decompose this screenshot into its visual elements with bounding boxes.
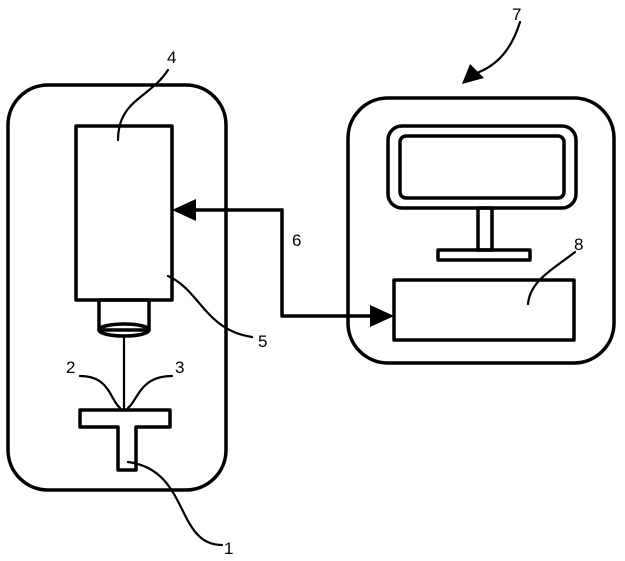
connection-line	[280, 208, 384, 318]
arrowhead-7	[462, 64, 484, 84]
right-enclosure	[346, 96, 616, 365]
label-4: 4	[167, 48, 176, 67]
arrowhead-left	[172, 199, 196, 221]
lens	[97, 298, 151, 338]
leader-line-1	[126, 460, 224, 547]
label-5: 5	[258, 332, 267, 351]
arrowhead-right	[370, 305, 394, 327]
leader-line-3	[126, 374, 174, 410]
leader-line-4	[116, 68, 170, 142]
leader-line-5	[166, 274, 254, 339]
camera-body	[74, 124, 174, 302]
label-6: 6	[292, 231, 301, 250]
leader-line-2	[78, 374, 122, 410]
label-1: 1	[224, 539, 233, 558]
monitor	[386, 124, 578, 262]
label-3: 3	[175, 358, 184, 377]
label-8: 8	[574, 235, 583, 254]
sample-stage	[78, 408, 172, 472]
left-enclosure	[6, 83, 228, 492]
leader-line-8	[526, 250, 577, 306]
processing-unit	[392, 278, 576, 342]
label-7: 7	[512, 5, 521, 24]
label-2: 2	[66, 358, 75, 377]
leader-line-7	[472, 20, 522, 76]
